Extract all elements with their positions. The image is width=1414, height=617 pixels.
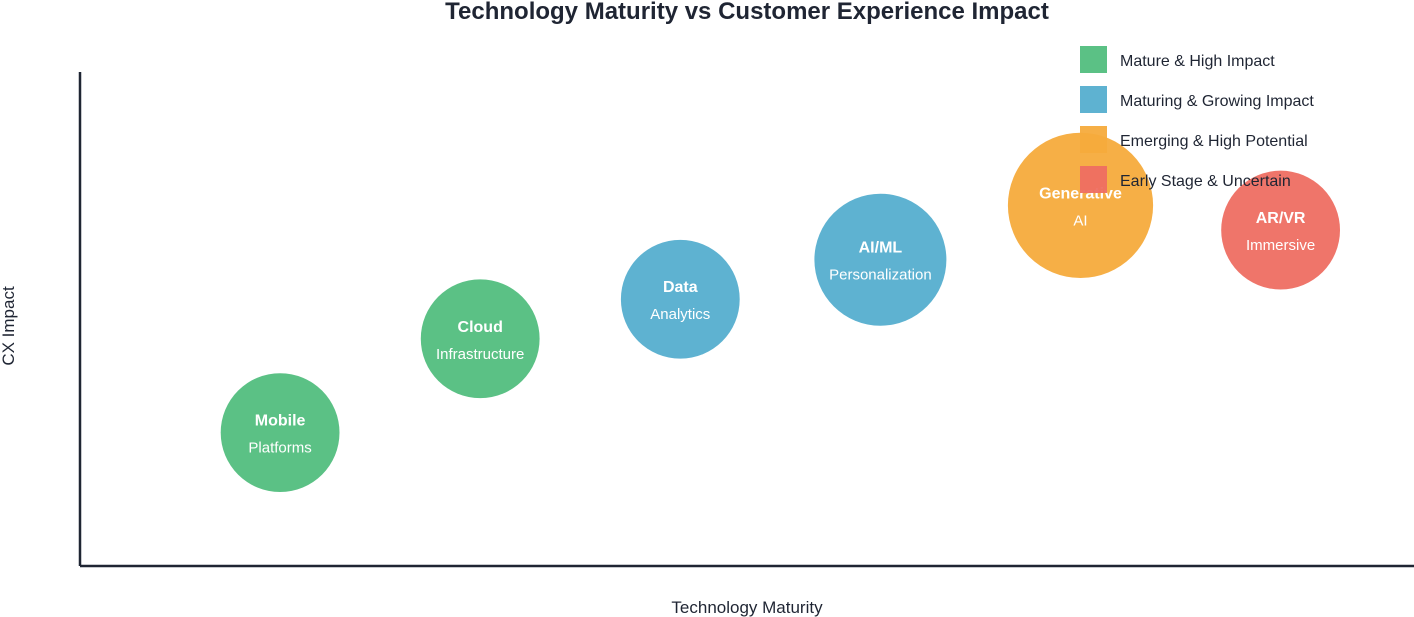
legend-swatch: [1080, 126, 1107, 153]
bubble-sublabel: Analytics: [650, 306, 710, 323]
x-axis-label: Technology Maturity: [671, 598, 823, 617]
legend-swatch: [1080, 86, 1107, 113]
legend-label: Early Stage & Uncertain: [1120, 173, 1291, 190]
legend-item: Maturing & Growing Impact: [1080, 86, 1314, 113]
bubble-sublabel: Platforms: [248, 440, 311, 457]
bubble-sublabel: Infrastructure: [436, 346, 524, 363]
bubble-ai-ml: AI/ML Personalization: [814, 193, 947, 326]
legend-item: Emerging & High Potential: [1080, 126, 1308, 153]
chart-title: Technology Maturity vs Customer Experien…: [445, 0, 1049, 25]
bubble-sublabel: AI: [1073, 212, 1087, 229]
y-axis-label: CX Impact: [0, 286, 18, 366]
bubble-circle: [814, 193, 947, 326]
bubble-label: AR/VR: [1256, 210, 1306, 227]
bubble-sublabel: Immersive: [1246, 237, 1315, 254]
legend-swatch: [1080, 166, 1107, 193]
legend-swatch: [1080, 46, 1107, 73]
legend-item: Early Stage & Uncertain: [1080, 166, 1291, 193]
legend-label: Emerging & High Potential: [1120, 133, 1308, 150]
bubble-ar-vr: AR/VR Immersive: [1221, 170, 1340, 290]
bubble-label: Cloud: [458, 319, 503, 336]
bubble-circle: [620, 239, 740, 359]
legend-label: Mature & High Impact: [1120, 53, 1275, 70]
bubble-sublabel: Personalization: [829, 267, 932, 284]
bubble-label: Mobile: [255, 413, 306, 430]
bubble-label: Data: [663, 279, 698, 296]
bubble-circle: [1007, 132, 1154, 278]
bubble-label: AI/ML: [859, 240, 903, 257]
bubble-circle: [1221, 170, 1340, 290]
legend-item: Mature & High Impact: [1080, 46, 1275, 73]
bubble-circle: [220, 373, 340, 493]
bubble-circle: [420, 279, 540, 399]
legend-label: Maturing & Growing Impact: [1120, 93, 1314, 110]
